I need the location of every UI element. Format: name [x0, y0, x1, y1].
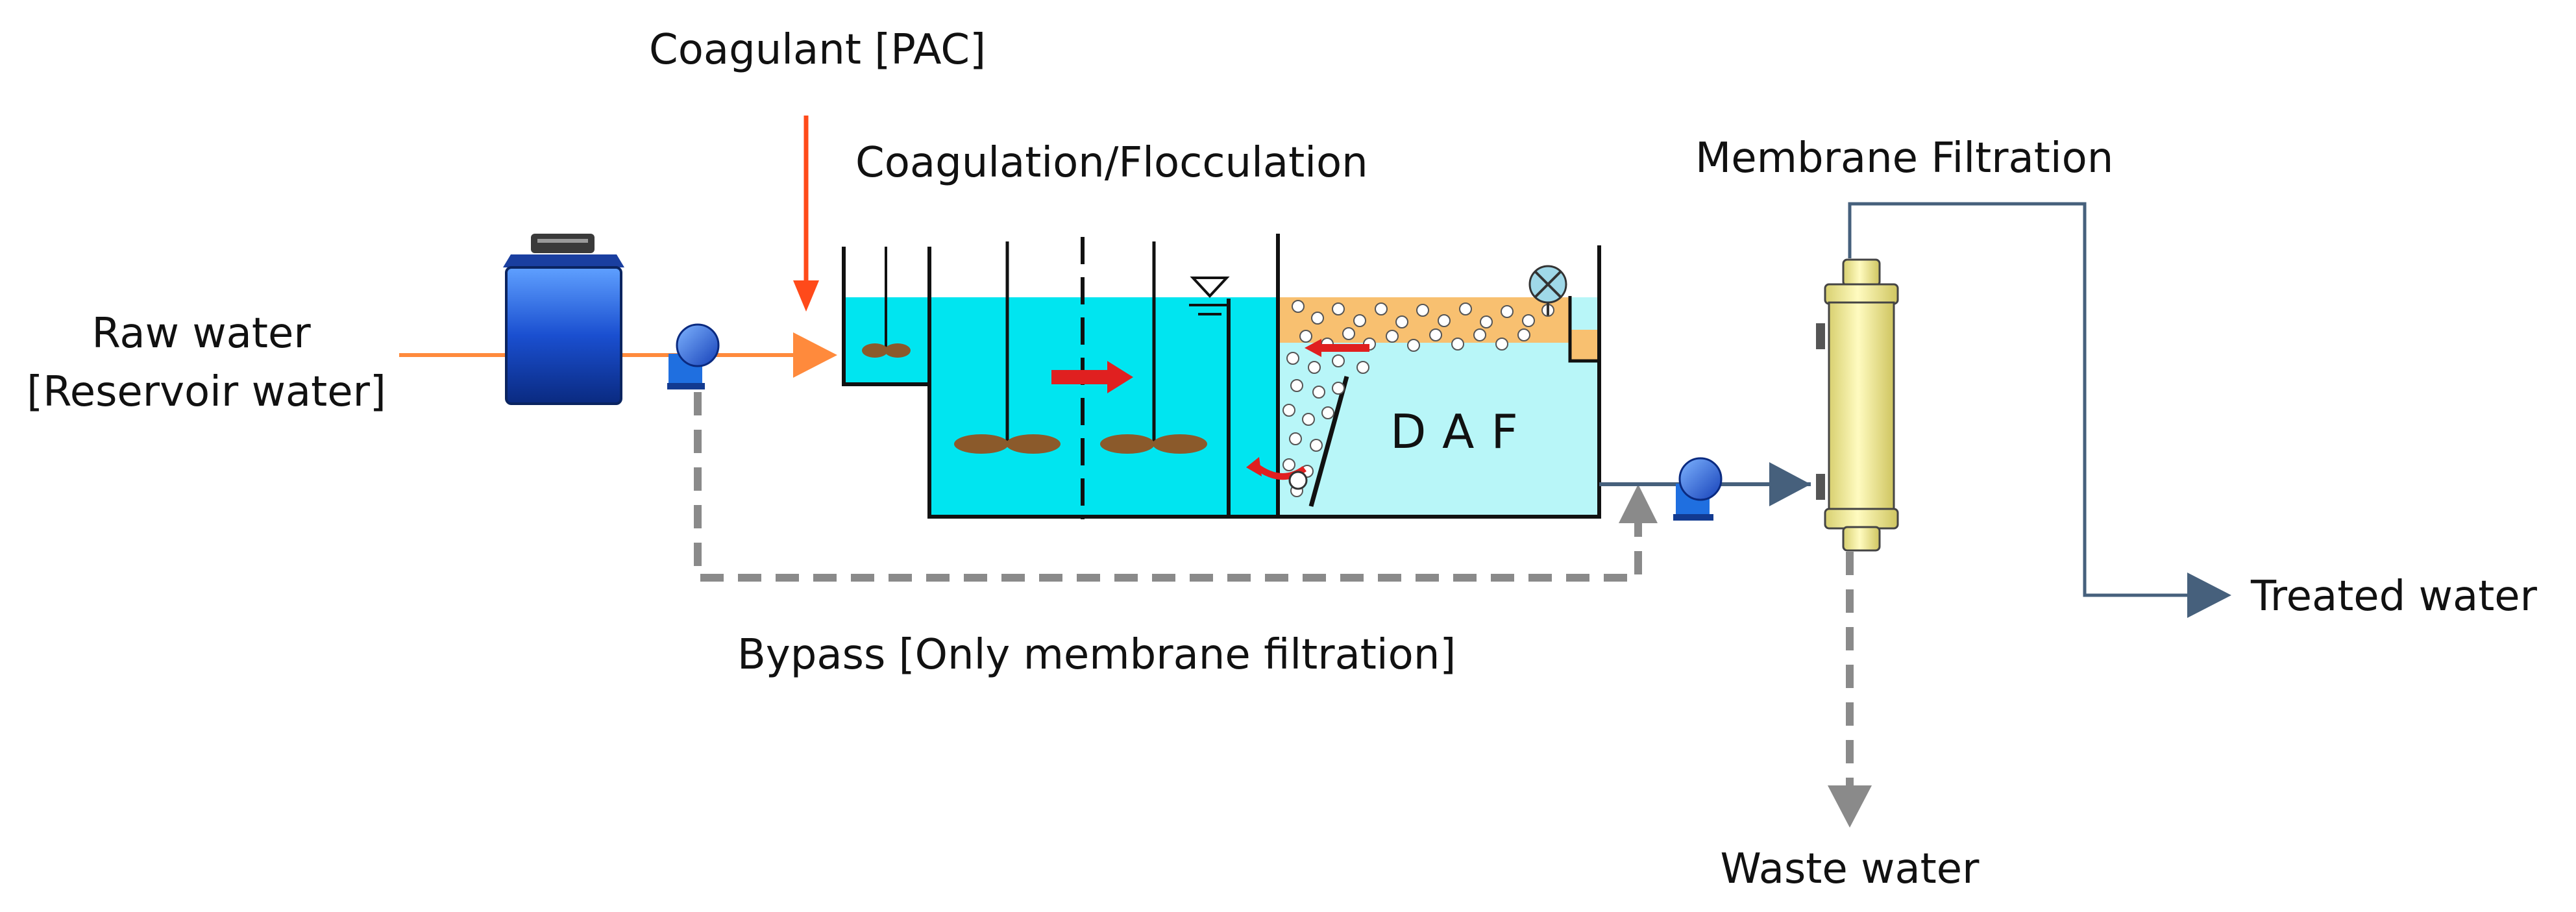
pump-icon: [667, 323, 720, 389]
coagulant-arrow: [793, 116, 819, 312]
coagulant-label: Coagulant [PAC]: [649, 26, 986, 74]
membrane-module-icon: [1816, 258, 1899, 552]
waste-water-line: [1828, 552, 1872, 828]
flocculation-basin: [927, 237, 1280, 519]
bypass-label: Bypass [Only membrane filtration]: [737, 631, 1456, 679]
flash-mix-tank: [842, 247, 931, 386]
treated-water-label: Treated water: [2250, 573, 2538, 621]
raw-water-sublabel: [Reservoir water]: [27, 368, 386, 416]
membrane-label: Membrane Filtration: [1695, 134, 2113, 182]
coag-floc-label: Coagulation/Flocculation: [855, 139, 1368, 187]
daf-unit: DAF: [1246, 234, 1601, 519]
pump-icon: [1673, 457, 1723, 521]
treated-water-line: [1848, 202, 2231, 618]
bypass-line: [694, 392, 1658, 582]
waste-water-label: Waste water: [1721, 845, 1980, 893]
daf-label: DAF: [1390, 404, 1535, 459]
reservoir-tank-icon: [503, 234, 624, 405]
raw-water-label: Raw water: [92, 310, 311, 358]
